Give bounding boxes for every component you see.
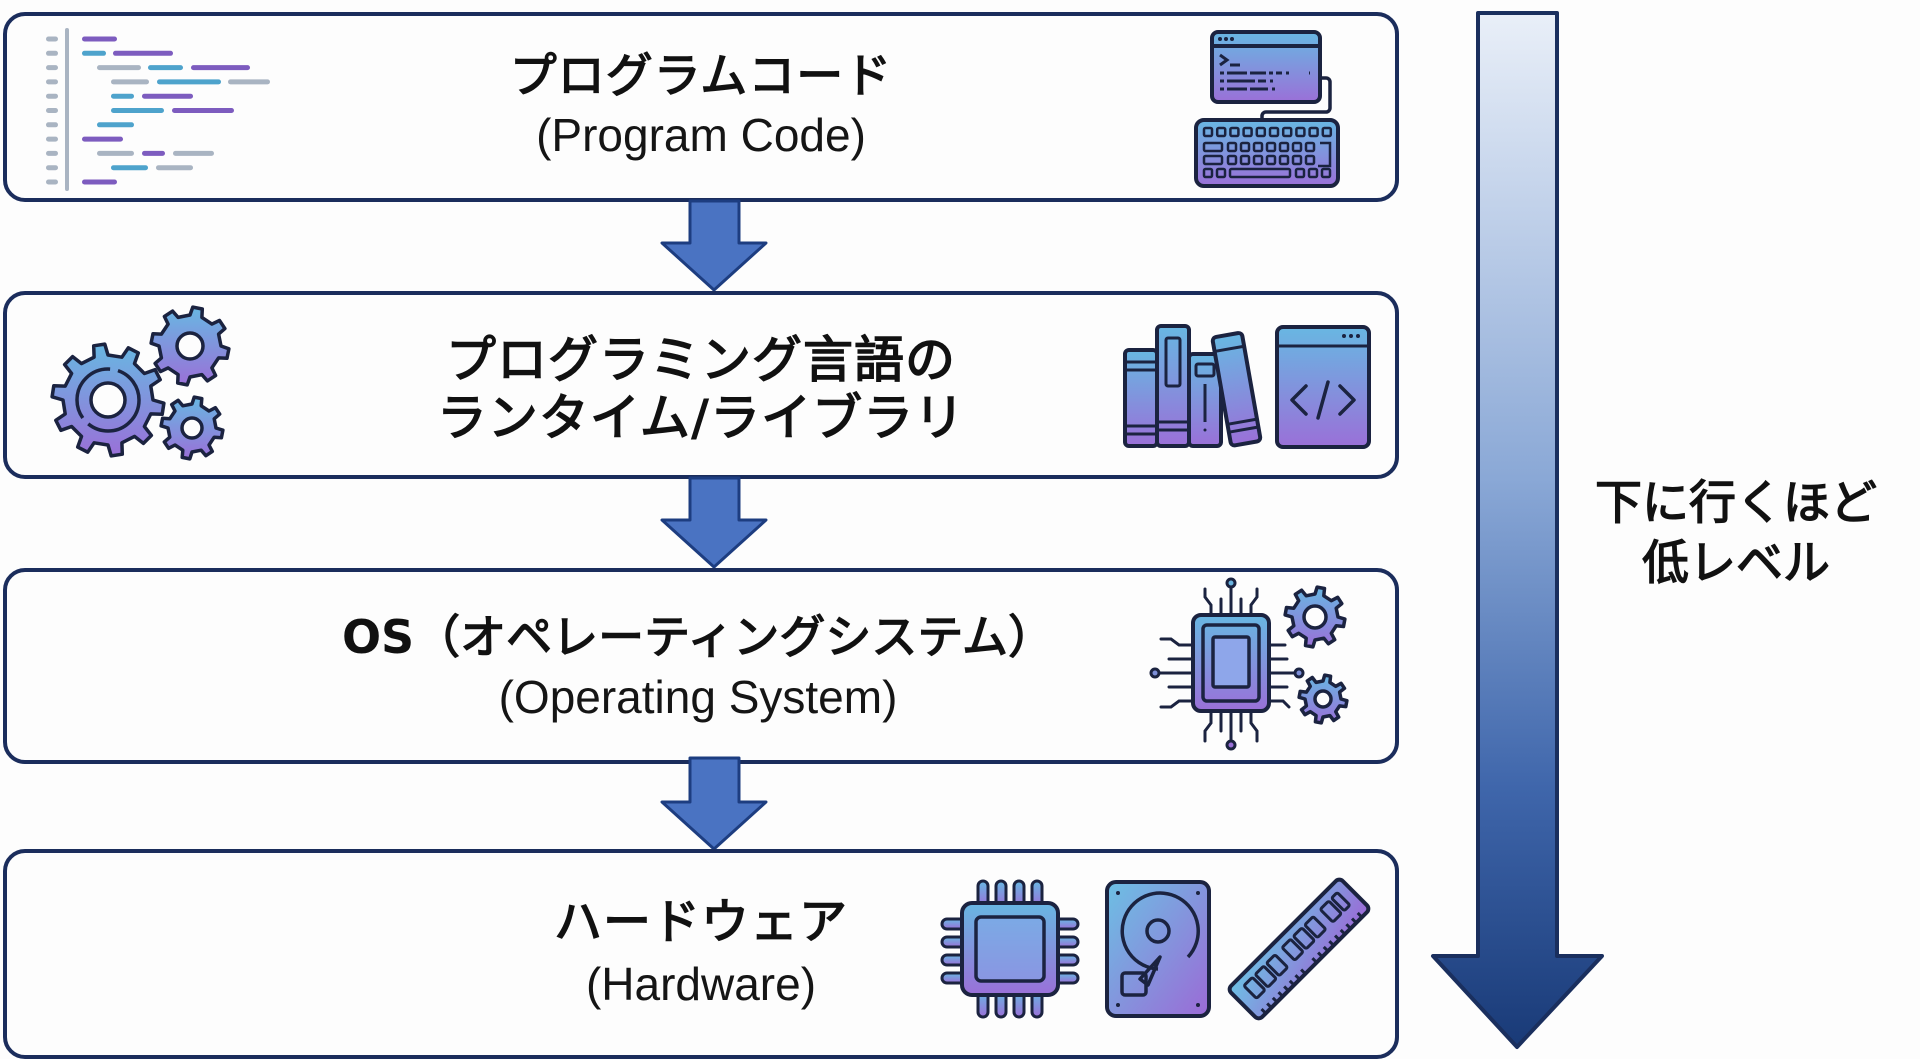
flow-arrow-3: [660, 756, 768, 851]
code-window-icon: [1275, 325, 1371, 449]
lower-level-label: 下に行くほど 低レベル: [1576, 474, 1896, 594]
code-lines-icon: [46, 28, 270, 191]
lower-level-label-line1: 下に行くほど: [1595, 476, 1877, 531]
layer-title-en: (Hardware): [585, 958, 817, 1010]
cpu-circuit-gears-icon: [1149, 577, 1349, 751]
flow-arrow-2: [660, 476, 768, 569]
lower-level-label-line2: 低レベル: [1642, 536, 1830, 591]
ram-module-icon: [1227, 877, 1371, 1021]
layer-title-ja-line2: ランタイム/ライブラリ: [436, 389, 966, 447]
books-icon: [1123, 324, 1263, 448]
flow-arrow-1: [660, 199, 768, 292]
layer-title-ja-line1: プログラミング言語の: [446, 331, 956, 389]
layer-title-ja: プログラムコード: [509, 49, 893, 104]
layer-title-en: (Program Code): [536, 109, 866, 161]
hard-drive-icon: [1105, 880, 1211, 1018]
layer-runtime-library: プログラミング言語の ランタイム/ライブラリ: [3, 291, 1399, 479]
terminal-keyboard-icon: [1194, 30, 1340, 188]
layer-title-en: (Operating System): [498, 671, 898, 723]
layer-title-ja: OS（オペレーティングシステム）: [341, 610, 1055, 664]
layer-title: プログラミング言語の ランタイム/ライブラリ: [7, 331, 1395, 447]
lower-level-arrow: [1431, 11, 1604, 1049]
cpu-chip-icon: [940, 879, 1080, 1019]
layer-title: OS（オペレーティングシステム） (Operating System): [1, 608, 1395, 726]
gears-icon: [50, 305, 231, 461]
layer-title: ハードウェア (Hardware): [7, 893, 1395, 1013]
layer-title: プログラムコード (Program Code): [7, 48, 1395, 164]
layer-program-code: プログラムコード (Program Code): [3, 12, 1399, 202]
layer-title-ja: ハードウェア: [553, 894, 848, 950]
